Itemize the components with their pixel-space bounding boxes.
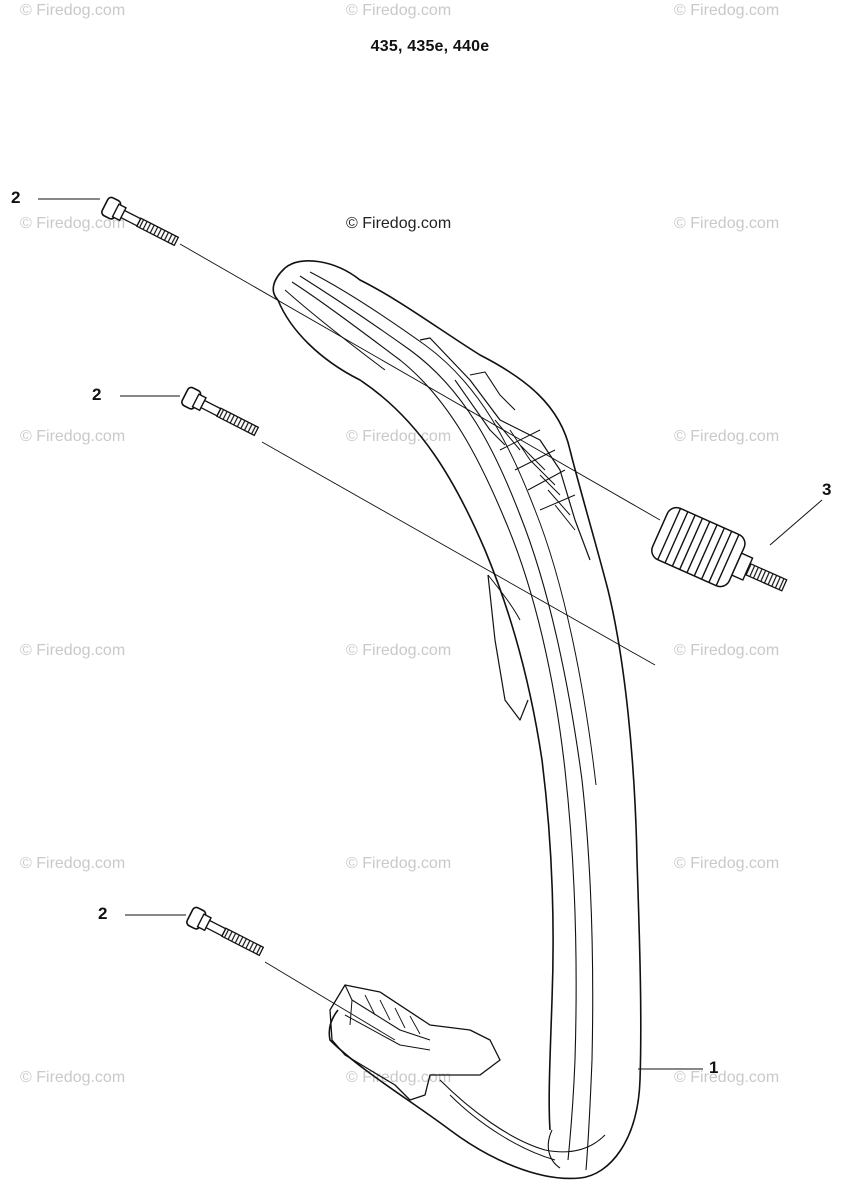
copyright-notice: © Firedog.com xyxy=(346,215,452,232)
screw-middle xyxy=(181,386,260,437)
watermark: © Firedog.com xyxy=(20,1069,126,1086)
callout-number: 2 xyxy=(92,385,102,404)
watermark: © Firedog.com xyxy=(674,1069,780,1086)
watermark: © Firedog.com xyxy=(346,2,452,19)
callout-number: 2 xyxy=(98,904,108,923)
watermark: © Firedog.com xyxy=(674,855,780,872)
callout-number: 2 xyxy=(11,188,21,207)
watermark: © Firedog.com xyxy=(674,428,780,445)
anti-vibration-spring xyxy=(651,506,788,592)
watermark: © Firedog.com xyxy=(346,855,452,872)
handle-bar xyxy=(272,260,642,1180)
screw-top xyxy=(101,196,180,247)
callout-leaders xyxy=(38,198,823,1070)
watermark: © Firedog.com xyxy=(674,2,780,19)
watermark: © Firedog.com xyxy=(20,642,126,659)
screw-bottom xyxy=(186,906,265,957)
watermark: © Firedog.com xyxy=(674,642,780,659)
watermark: © Firedog.com xyxy=(346,642,452,659)
callout-number: 3 xyxy=(822,480,832,499)
watermark: © Firedog.com xyxy=(346,1069,452,1086)
callout-number: 1 xyxy=(709,1058,719,1077)
watermark: © Firedog.com xyxy=(674,215,780,232)
watermark: © Firedog.com xyxy=(20,855,126,872)
reference-lines xyxy=(179,243,661,1041)
diagram-title: 435, 435e, 440e xyxy=(370,38,490,55)
watermark: © Firedog.com xyxy=(20,428,126,445)
watermark: © Firedog.com xyxy=(20,215,126,232)
watermark: © Firedog.com xyxy=(20,2,126,19)
